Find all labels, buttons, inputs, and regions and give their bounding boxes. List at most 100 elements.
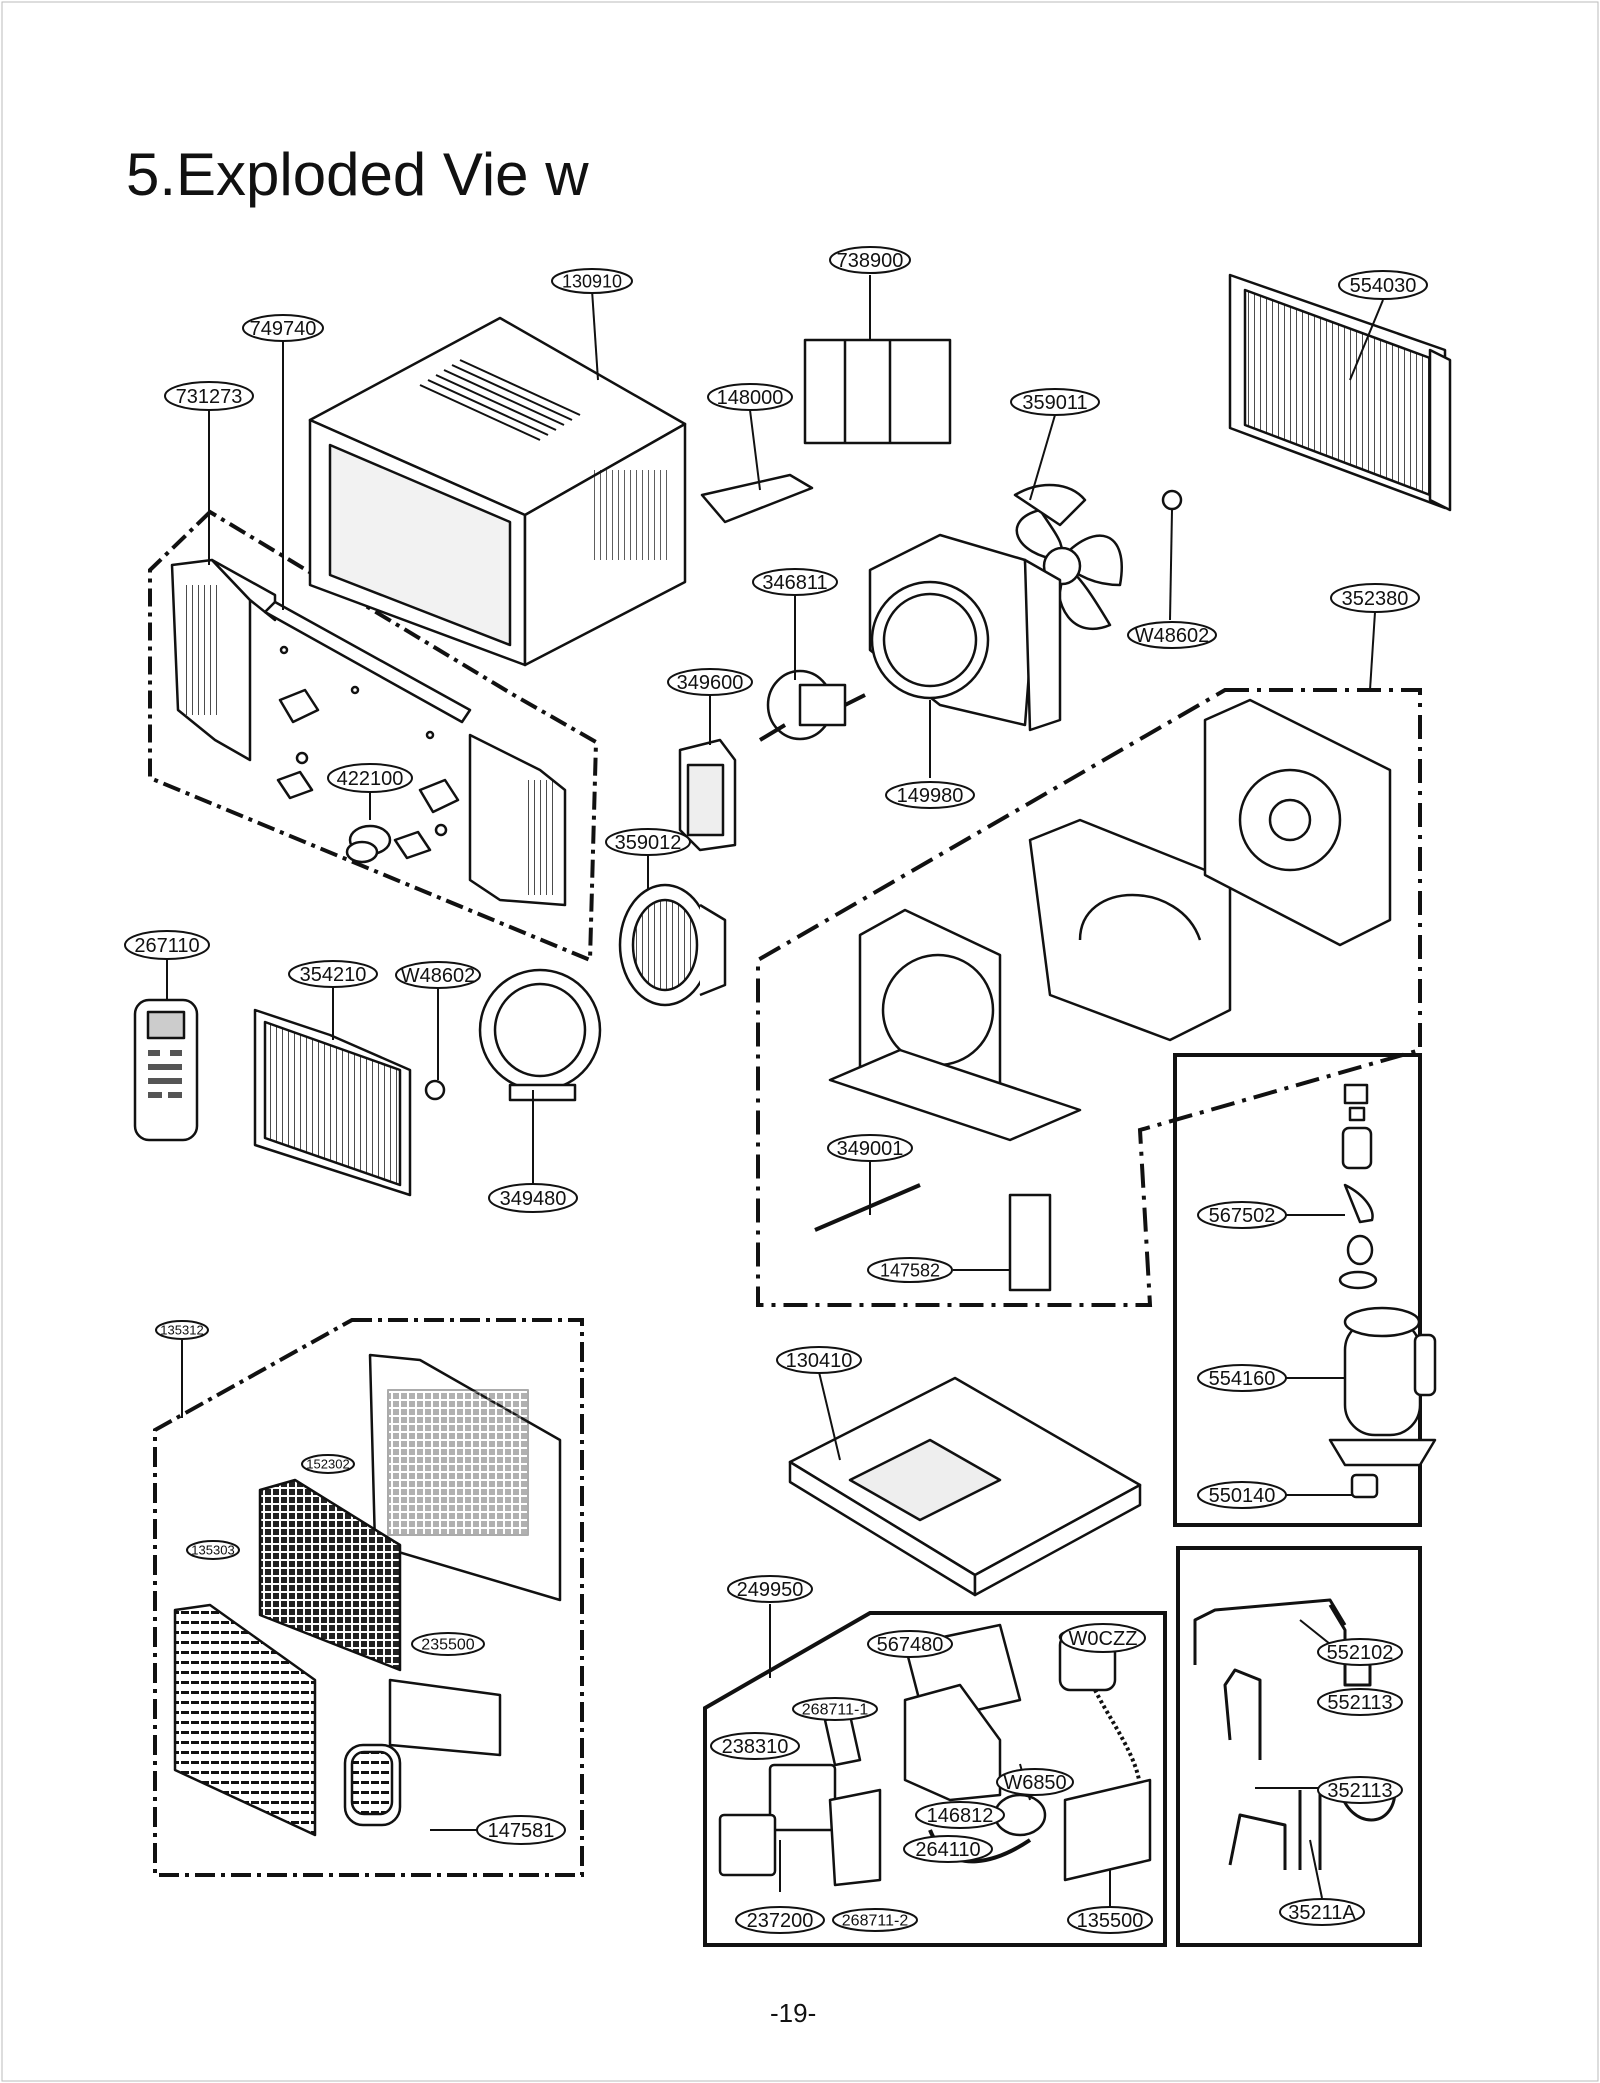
condenser-coil-part [1228,273,1452,512]
part-number-label: 268711-2 [842,1913,909,1930]
part-callout: 552102 [1317,1638,1403,1666]
part-number-label: 135303 [191,1543,234,1558]
part-number-label: 567480 [877,1634,944,1656]
callout-oval [867,1257,953,1283]
callout-oval [124,930,210,960]
part-callout: 349480 [488,1183,578,1213]
part-callout: 135312 [155,1320,209,1340]
side-curtain-right-part [468,733,567,907]
callout-oval [551,268,633,294]
callout-oval [186,1540,240,1560]
page-title: 5.Exploded Vie w [126,141,589,208]
part-number-label: 146812 [927,1805,994,1827]
part-number-label: 152302 [306,1457,349,1472]
callout-oval [488,1183,578,1213]
side-panel-group-outline [148,509,599,963]
callout-oval [1197,1201,1287,1229]
part-callout: 130410 [776,1346,862,1374]
part-number-label: 264110 [915,1839,980,1861]
callout-oval [1060,1623,1146,1653]
part-callout: 359012 [605,828,691,856]
part-number-label: 130910 [562,271,622,291]
part-number-label: 738900 [837,250,904,272]
part-callout: 268711-2 [832,1908,918,1932]
part-callout: W48602 [395,961,481,989]
part-callout: 550140 [1197,1481,1287,1509]
part-number-label: 359012 [615,832,682,854]
evaporator-coil-part [253,1008,412,1197]
callout-oval [164,381,254,411]
part-number-label: 147582 [880,1260,940,1280]
callout-oval [792,1697,878,1721]
callout-oval [885,781,975,809]
part-callout: 148000 [707,383,793,411]
callout-oval [727,1575,813,1603]
part-number-label: 567502 [1209,1205,1276,1227]
part-callout: 35211A [1279,1898,1365,1926]
callout-oval [1010,388,1100,416]
part-callout: 552113 [1317,1688,1403,1716]
part-number-label: 349600 [677,672,744,694]
callout-oval [476,1815,566,1845]
callout-oval [242,314,324,342]
callout-oval [867,1630,953,1658]
part-number-label: 238310 [722,1736,789,1758]
motor-mount-part [678,738,737,852]
part-callout: 130910 [551,268,633,294]
control-cover-part [388,1678,502,1757]
part-number-label: 354210 [300,964,367,986]
side-curtain-left-part [170,558,277,762]
knob-cover-part [343,1743,402,1827]
part-callout: 235500 [411,1632,485,1656]
callout-oval [915,1801,1005,1829]
part-number-label: 550140 [1209,1485,1276,1507]
part-number-label: 149980 [897,785,964,807]
part-callout: 147582 [867,1257,953,1283]
part-callout: W48602 [1127,621,1217,649]
blower-group-outline [756,688,1422,1307]
base-pan-part [788,1376,1142,1597]
callout-oval [1127,621,1217,649]
part-callout: 352380 [1330,583,1420,613]
part-callout: 147581 [476,1815,566,1845]
fan-motor-part [758,669,866,742]
part-number-label: W48602 [401,965,476,987]
part-number-label: 35211A [1288,1902,1356,1924]
scroll-plate-part [1203,698,1392,947]
callout-oval [1067,1906,1153,1934]
group-outlines [148,509,1422,1947]
part-callout: 135500 [1067,1906,1153,1934]
part-number-label: 552113 [1327,1692,1392,1714]
callout-oval [735,1906,825,1934]
part-callout: 567480 [867,1630,953,1658]
callout-oval [752,568,838,596]
part-callout: 354210 [288,960,378,988]
callout-oval [1279,1898,1365,1926]
part-callout: 567502 [1197,1201,1287,1229]
tubing-group-outline [1176,1546,1422,1947]
callout-oval [832,1908,918,1932]
control-rod-part [814,1183,921,1232]
callout-oval [776,1346,862,1374]
part-callout: 264110 [903,1835,993,1863]
drain-channel-part [1008,1193,1052,1292]
callout-oval [996,1768,1074,1796]
part-callout: 149980 [885,781,975,809]
part-callout: 237200 [735,1906,825,1934]
orifice-ring-part [478,968,602,1102]
clamp-ring-part [1161,489,1183,511]
part-callout: W0CZZ [1060,1623,1146,1653]
part-callout: 422100 [327,763,413,793]
front-panel-frame-part [368,1353,562,1602]
part-callout: W6850 [996,1768,1074,1796]
part-number-label: W48602 [1135,625,1210,647]
part-number-label: 352113 [1327,1780,1392,1802]
blower-wheel-part [618,883,727,1007]
part-number-label: 346811 [762,572,827,594]
top-rail-part [263,600,472,724]
callout-oval [411,1632,485,1656]
blower-housing-part [828,818,1232,1142]
